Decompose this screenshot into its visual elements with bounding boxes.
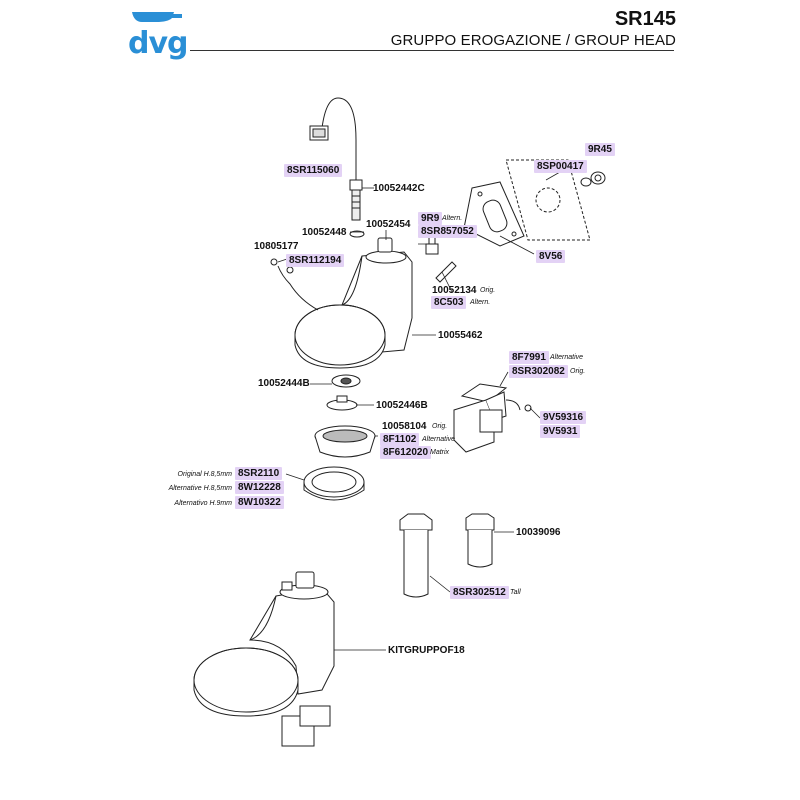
part-label: 8W12228 bbox=[235, 481, 284, 494]
part-label: 9V5931 bbox=[540, 425, 581, 438]
nut bbox=[580, 171, 606, 187]
part-label: 10052446B bbox=[376, 400, 428, 411]
part-label: KITGRUPPOF18 bbox=[388, 645, 465, 656]
part-label: 8C503 bbox=[431, 296, 467, 309]
dispersion-screw bbox=[326, 395, 358, 411]
part-label: 8F612020 bbox=[380, 446, 432, 459]
part-label: 8W10322 bbox=[235, 496, 284, 509]
coffee-cup-icon bbox=[132, 12, 182, 22]
part-label: 9V59316 bbox=[540, 411, 587, 424]
part-label: 8SR115060 bbox=[284, 164, 343, 177]
part-note: Alternative bbox=[550, 354, 584, 361]
part-label: 10805177 bbox=[254, 241, 299, 252]
header-divider bbox=[190, 50, 674, 51]
leader-lines bbox=[277, 171, 561, 651]
page-title: GRUPPO EROGAZIONE / GROUP HEAD bbox=[390, 32, 676, 49]
part-note: Altern. bbox=[470, 299, 491, 306]
part-label: 10052134 bbox=[432, 285, 477, 296]
part-label: 10052444B bbox=[258, 378, 310, 389]
part-note: Alternative bbox=[422, 436, 456, 443]
shower-screen bbox=[314, 425, 376, 458]
part-label: 9R9 bbox=[418, 212, 443, 225]
part-label: 8SR2110 bbox=[235, 467, 283, 480]
model-number: SR145 bbox=[614, 8, 676, 30]
part-note: Altern. bbox=[442, 215, 463, 222]
part-label: 10058104 bbox=[382, 421, 427, 432]
part-label: 10055462 bbox=[438, 330, 483, 341]
part-label: 8SR857052 bbox=[418, 225, 477, 238]
shower-holder bbox=[331, 374, 361, 388]
part-note: Tall bbox=[510, 589, 521, 596]
part-label: 8SR112194 bbox=[286, 254, 345, 267]
part-note: Matrix bbox=[430, 449, 450, 456]
temperature-probe-cable bbox=[309, 97, 357, 180]
short-tube bbox=[465, 513, 495, 568]
part-label: 8SP00417 bbox=[534, 160, 587, 173]
part-note: Orig. bbox=[432, 423, 448, 430]
gasket-plate bbox=[463, 181, 525, 247]
temperature-probe bbox=[349, 179, 363, 221]
part-label: 8SR302082 bbox=[509, 365, 568, 378]
part-label: 8V56 bbox=[536, 250, 566, 263]
screw-small bbox=[270, 258, 319, 311]
stud-bolt bbox=[435, 261, 457, 283]
gasket-note: Alternativo H.9mm bbox=[174, 500, 232, 507]
group-head-kit-assembly bbox=[193, 571, 335, 747]
gasket-note: Alternative H.8,5mm bbox=[168, 485, 232, 492]
brand-logo bbox=[128, 8, 188, 58]
brand-name: dvg bbox=[128, 26, 189, 61]
solenoid-valve bbox=[453, 383, 532, 453]
part-label: 8F7991 bbox=[509, 351, 549, 364]
fitting-nipple bbox=[425, 235, 439, 255]
o-ring bbox=[349, 230, 365, 238]
part-label: 8SR302512 bbox=[450, 586, 509, 599]
part-label: 10052448 bbox=[302, 227, 347, 238]
part-label: 10039096 bbox=[516, 527, 561, 538]
part-label: 10052454 bbox=[366, 219, 411, 230]
group-gasket bbox=[303, 466, 365, 501]
part-note: Orig. bbox=[570, 368, 586, 375]
part-label: 10052442C bbox=[373, 183, 425, 194]
part-label: 8F1102 bbox=[380, 433, 420, 446]
tall-tube bbox=[399, 513, 433, 598]
part-label: 9R45 bbox=[585, 143, 615, 156]
group-head-body bbox=[294, 237, 413, 369]
gasket-note: Original H.8,5mm bbox=[177, 471, 232, 478]
part-note: Orig. bbox=[480, 287, 496, 294]
